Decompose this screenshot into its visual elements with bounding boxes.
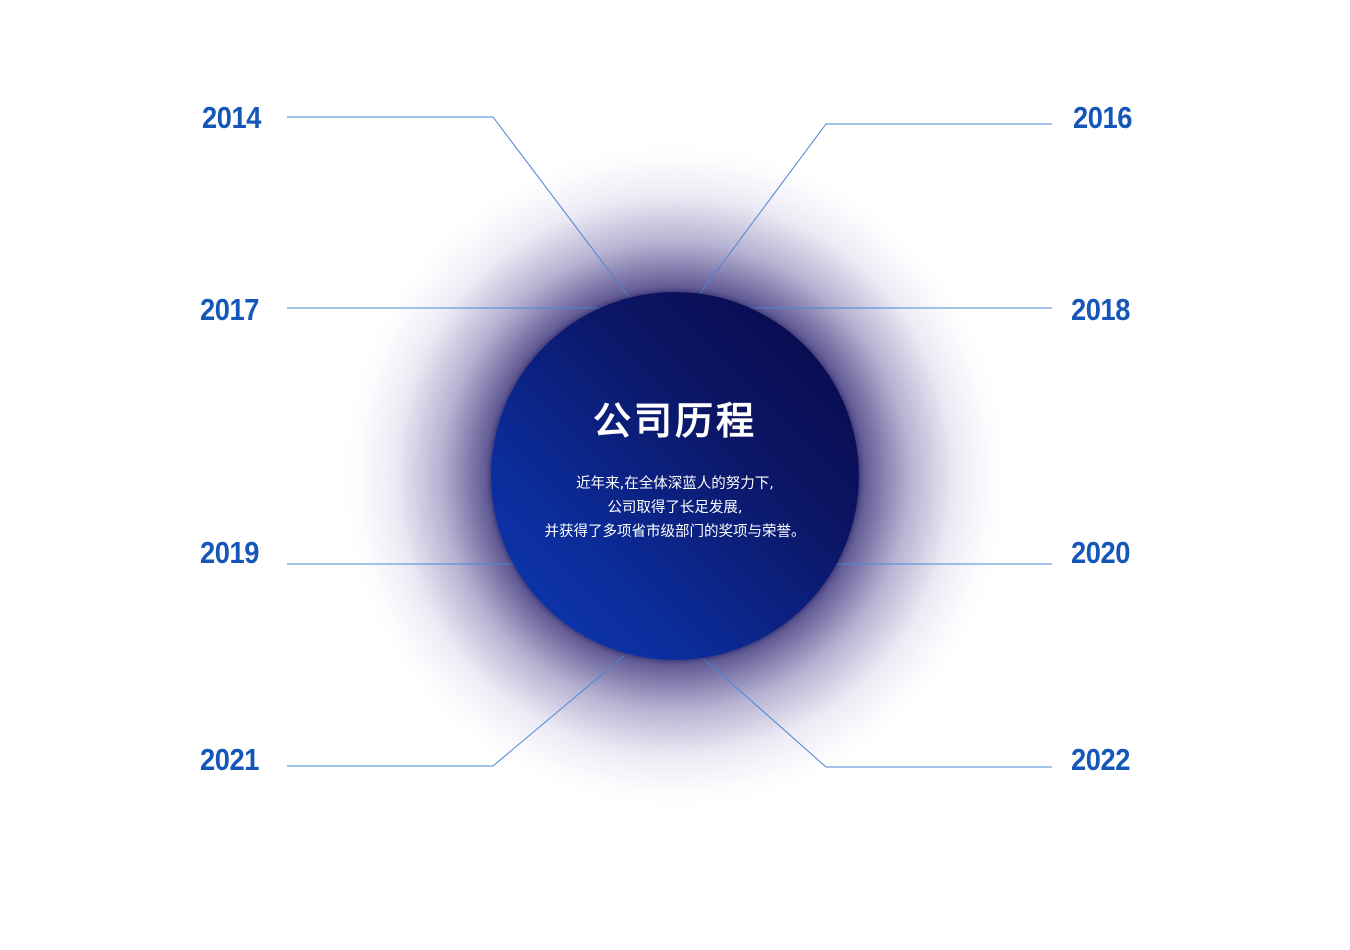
description-line: 并获得了多项省市级部门的奖项与荣誉。 [544, 524, 806, 540]
year-label-2021: 2021 [200, 742, 259, 777]
year-label-2017: 2017 [200, 292, 259, 327]
year-label-2020: 2020 [1071, 535, 1130, 570]
connector-2016 [697, 123, 1052, 297]
connector-2022 [702, 657, 1052, 768]
description-line: 近年来,在全体深蓝人的努力下, [576, 476, 774, 492]
year-label-2014: 2014 [202, 100, 261, 135]
year-label-2019: 2019 [200, 535, 259, 570]
year-label-2018: 2018 [1071, 292, 1130, 327]
core-description: 近年来,在全体深蓝人的努力下, 公司取得了长足发展, 并获得了多项省市级部门的奖… [491, 472, 859, 544]
description-line: 公司取得了长足发展, [607, 500, 743, 516]
core-circle: 公司历程 近年来,在全体深蓝人的努力下, 公司取得了长足发展, 并获得了多项省市… [491, 292, 859, 660]
connector-2021 [287, 655, 625, 767]
connector-2014 [287, 116, 629, 297]
year-label-2016: 2016 [1073, 100, 1132, 135]
year-label-2022: 2022 [1071, 742, 1130, 777]
core-title: 公司历程 [592, 399, 757, 443]
